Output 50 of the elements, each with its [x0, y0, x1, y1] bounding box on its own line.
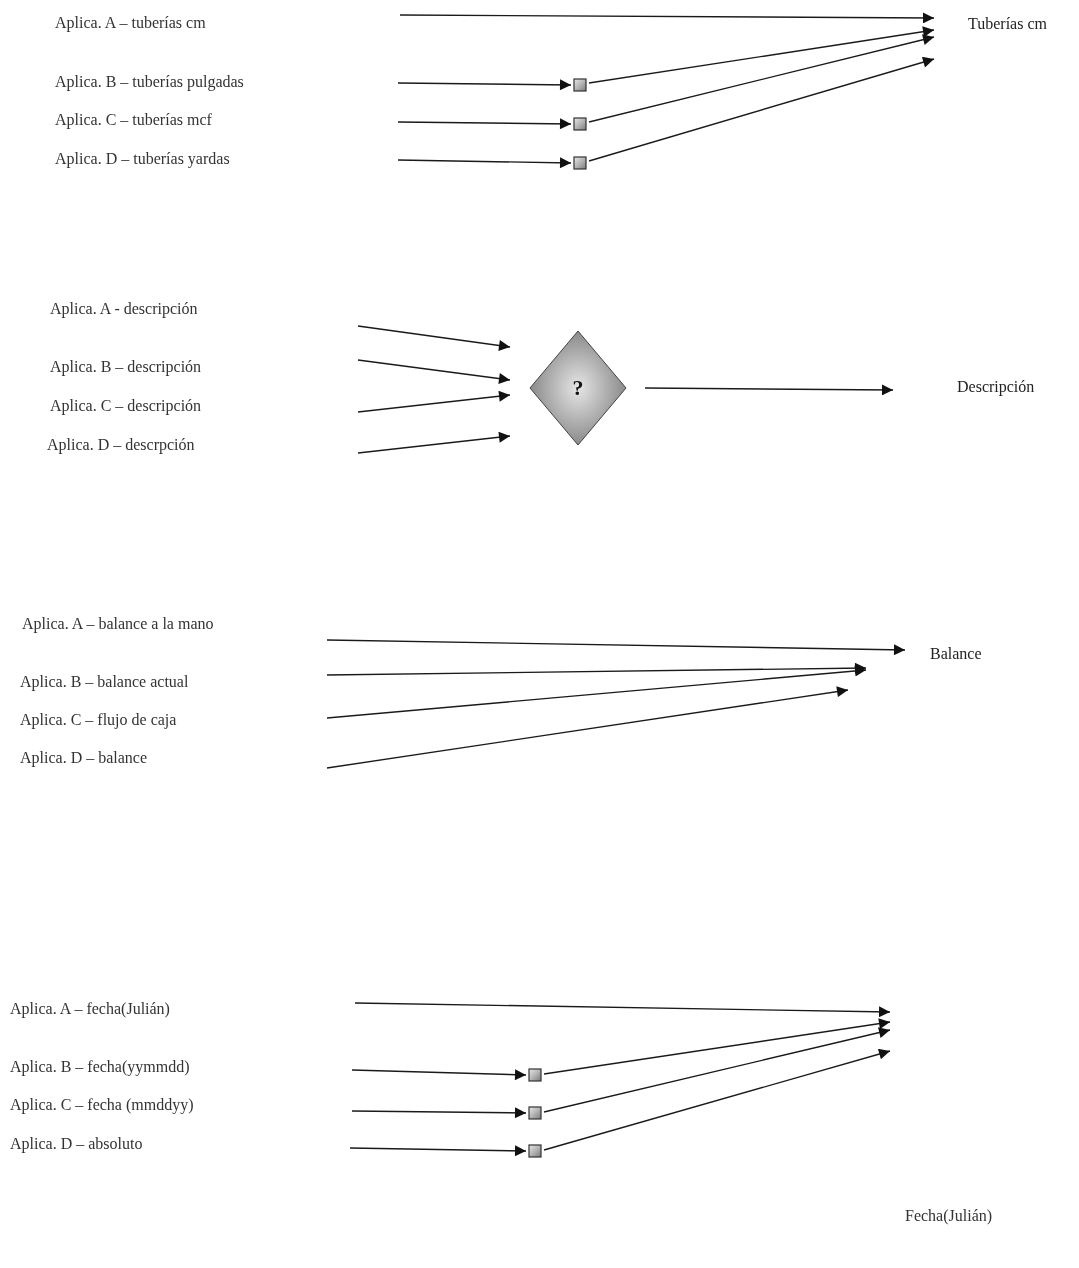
arrow [588, 56, 935, 162]
arrow [326, 665, 867, 719]
input-label: Aplica. B – fecha(yymmdd) [10, 1058, 190, 1076]
input-label: Aplica. C – fecha (mmddyy) [10, 1096, 194, 1114]
junction-box [528, 1068, 542, 1082]
arrow [326, 662, 867, 676]
input-label: Aplica. D – descrpción [47, 436, 195, 454]
output-label: Tuberías cm [968, 15, 1047, 33]
arrow [349, 1145, 527, 1157]
junction-box [573, 156, 587, 170]
question-mark: ? [572, 375, 584, 401]
arrow [588, 34, 935, 123]
input-label: Aplica. A – tuberías cm [55, 14, 206, 32]
input-label: Aplica. B – tuberías pulgadas [55, 73, 244, 91]
arrow [326, 686, 849, 769]
junction-box [573, 78, 587, 92]
arrow [326, 639, 906, 656]
arrow [644, 384, 894, 396]
input-label: Aplica. A - descripción [50, 300, 198, 318]
arrow [397, 157, 572, 169]
input-label: Aplica. B – descripción [50, 358, 202, 376]
arrow [588, 26, 935, 84]
arrow [357, 431, 511, 454]
arrow [397, 118, 572, 130]
arrow [351, 1107, 527, 1119]
input-label: Aplica. C – flujo de caja [20, 711, 177, 729]
input-label: Aplica. C – tuberías mcf [55, 111, 212, 129]
input-label: Aplica. B – balance actual [20, 673, 189, 691]
arrow [543, 1018, 891, 1075]
input-label: Aplica. D – absoluto [10, 1135, 143, 1153]
arrow [357, 325, 511, 351]
input-label: Fecha(Julián) [905, 1207, 993, 1225]
arrow [543, 1048, 891, 1151]
input-label: Aplica. D – tuberías yardas [55, 150, 230, 168]
output-label: Balance [930, 645, 982, 663]
input-label: Aplica. D – balance [20, 749, 148, 767]
junction-box [528, 1144, 542, 1158]
input-label: Aplica. A – fecha(Julián) [10, 1000, 170, 1018]
arrow [399, 12, 935, 24]
arrow [357, 359, 511, 384]
output-label: Descripción [957, 378, 1035, 396]
input-label: Aplica. A – balance a la mano [22, 615, 214, 633]
arrow [351, 1069, 527, 1081]
decision-diamond [529, 330, 627, 446]
input-label: Aplica. C – descripción [50, 397, 202, 415]
arrow [357, 390, 511, 413]
junction-box [528, 1106, 542, 1120]
arrow [543, 1027, 891, 1113]
junction-box [573, 117, 587, 131]
arrow [397, 79, 572, 91]
